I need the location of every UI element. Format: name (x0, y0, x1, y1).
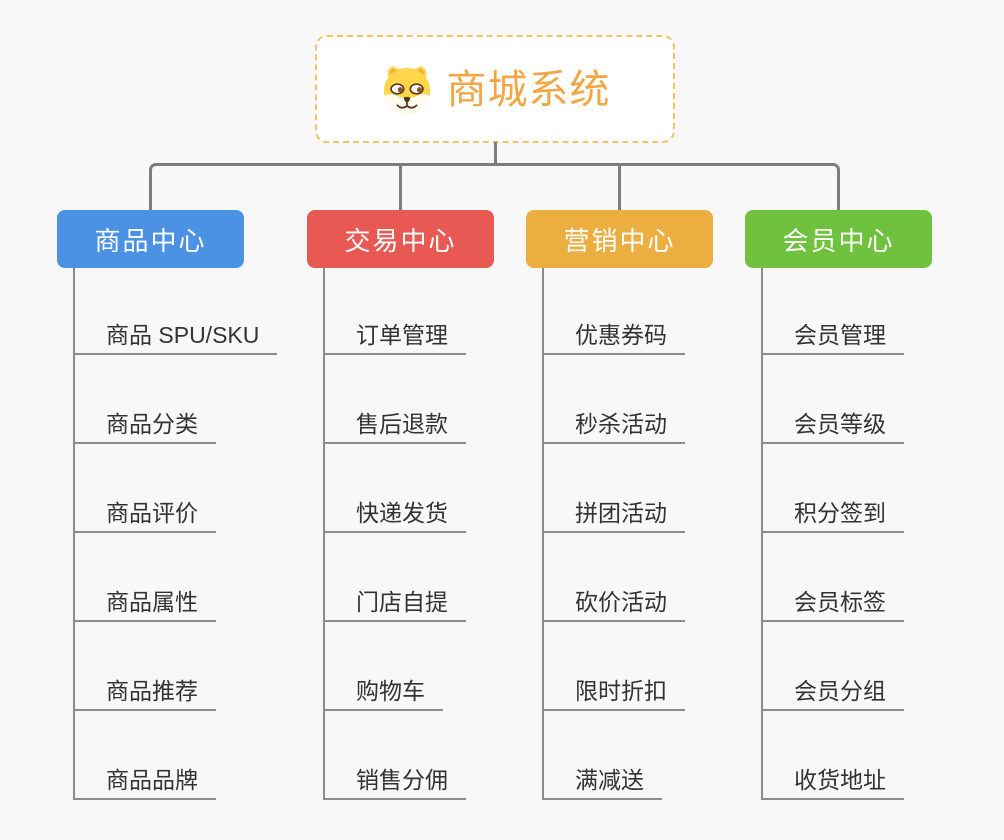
leaf-node[interactable]: 快递发货 (323, 493, 466, 533)
leaf-node[interactable]: 销售分佣 (323, 760, 466, 800)
connector-branch-column (323, 268, 325, 800)
connector-drop-2 (399, 163, 402, 210)
branch-node[interactable]: 营销中心 (526, 210, 713, 268)
leaf-node[interactable]: 商品分类 (73, 404, 216, 444)
connector-branch-column (73, 268, 75, 800)
leaf-node[interactable]: 收货地址 (761, 760, 904, 800)
connector-elbow-left (148, 163, 496, 210)
leaf-node[interactable]: 会员分组 (761, 671, 904, 711)
connector-branch-column (542, 268, 544, 800)
connector-elbow-right (495, 163, 840, 210)
leaf-node[interactable]: 拼团活动 (542, 493, 685, 533)
branch-node[interactable]: 商品中心 (57, 210, 244, 268)
leaf-node[interactable]: 会员等级 (761, 404, 904, 444)
leaf-node[interactable]: 售后退款 (323, 404, 466, 444)
leaf-node[interactable]: 商品品牌 (73, 760, 216, 800)
connector-drop-3 (618, 163, 621, 210)
leaf-node[interactable]: 商品 SPU/SKU (73, 315, 278, 355)
leaf-node[interactable]: 秒杀活动 (542, 404, 685, 444)
connector-branch-column (761, 268, 763, 800)
leaf-node[interactable]: 限时折扣 (542, 671, 685, 711)
leaf-node[interactable]: 商品推荐 (73, 671, 216, 711)
leaf-node[interactable]: 会员标签 (761, 582, 904, 622)
leaf-node[interactable]: 商品属性 (73, 582, 216, 622)
leaf-node[interactable]: 购物车 (323, 671, 443, 711)
leaf-node[interactable]: 积分签到 (761, 493, 904, 533)
leaf-node[interactable]: 优惠券码 (542, 315, 685, 355)
connector-root-stem (493, 142, 497, 165)
leaf-node[interactable]: 订单管理 (323, 315, 466, 355)
root-title: 商城系统 (446, 68, 611, 112)
leaf-node[interactable]: 砍价活动 (542, 582, 685, 622)
leaf-node[interactable]: 门店自提 (323, 582, 466, 622)
leaf-node[interactable]: 商品评价 (73, 493, 216, 533)
branch-node[interactable]: 交易中心 (307, 210, 494, 268)
leaf-node[interactable]: 满减送 (542, 760, 662, 800)
dog-face-icon (383, 66, 430, 114)
leaf-node[interactable]: 会员管理 (761, 315, 904, 355)
branch-node[interactable]: 会员中心 (745, 210, 932, 268)
root-node[interactable]: 商城系统 (315, 35, 675, 143)
